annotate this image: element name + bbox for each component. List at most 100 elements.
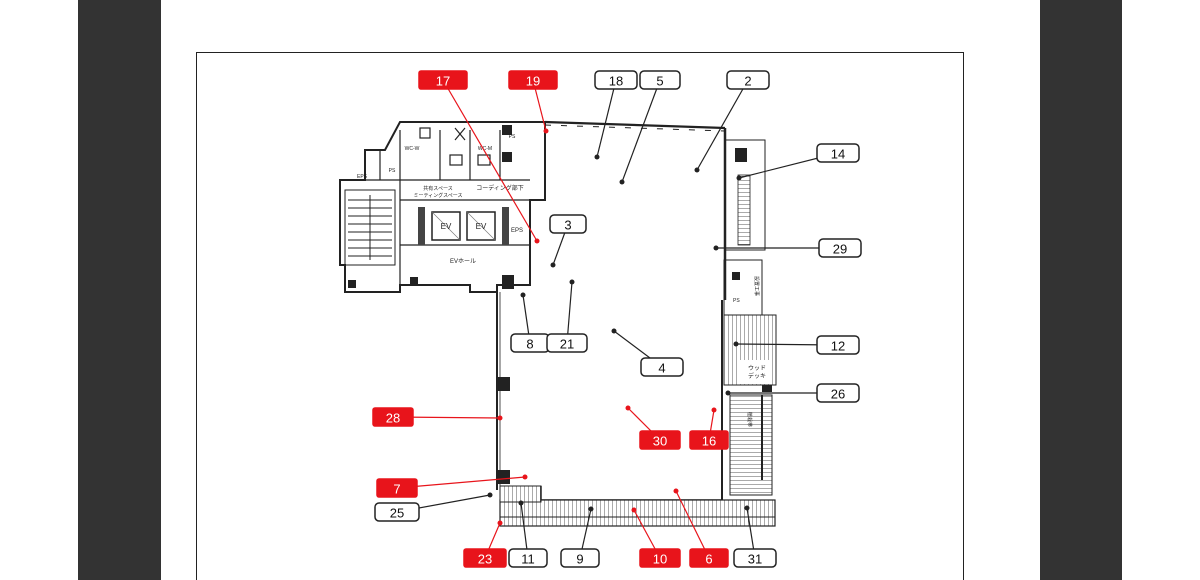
marker-label-30: 30 (653, 434, 667, 449)
marker-point-3 (550, 262, 556, 268)
marker-box-16[interactable] (689, 430, 729, 450)
drawing-sheet (196, 52, 964, 580)
marker-box-14[interactable] (816, 143, 860, 163)
core-room-labels: EVホール EPS PS PS EPS コーディング部下 共有スペース ミーティ… (357, 134, 524, 265)
marker-box-7[interactable] (376, 478, 418, 498)
marker-box-21[interactable] (546, 333, 588, 353)
right-dark-panel (1040, 0, 1122, 580)
marker-label-21: 21 (560, 337, 574, 352)
ev-label-2: EV (476, 222, 487, 231)
marker-point-19 (543, 128, 549, 134)
marker-box-29[interactable] (818, 238, 862, 258)
marker-label-6: 6 (705, 552, 712, 567)
leader-line-2 (696, 79, 749, 171)
marker-box-6[interactable] (689, 548, 729, 568)
core-area (339, 121, 546, 293)
marker-point-12 (733, 341, 739, 347)
marker-point-16 (711, 407, 717, 413)
marker-box-11[interactable] (508, 548, 548, 568)
leader-line-17 (442, 79, 538, 242)
marker-label-7: 7 (393, 482, 400, 497)
marker-label-26: 26 (831, 387, 845, 402)
eps-top-label: EPS (357, 174, 368, 180)
marker-label-9: 9 (576, 552, 583, 567)
meeting-space-label: ミーティングスペース (413, 192, 462, 199)
marker-point-10 (631, 507, 637, 513)
leader-line-6 (675, 490, 710, 559)
marker-label-25: 25 (390, 506, 404, 521)
wood-deck-label-2: デッキ (748, 372, 766, 380)
left-dark-panel (78, 0, 161, 580)
marker-box-31[interactable] (733, 548, 777, 568)
stair (344, 189, 396, 266)
marker-box-19[interactable] (508, 70, 558, 90)
marker-label-5: 5 (656, 74, 663, 89)
marker-box-4[interactable] (640, 357, 684, 377)
marker-point-14 (736, 175, 742, 181)
marker-box-2[interactable] (726, 70, 770, 90)
marker-label-3: 3 (564, 218, 571, 233)
bottom-balcony (499, 485, 776, 527)
leader-line-18 (596, 79, 617, 158)
marker-box-18[interactable] (594, 70, 638, 90)
wood-deck-label-1: ウッド (748, 364, 766, 372)
marker-box-28[interactable] (372, 407, 414, 427)
marker-box-10[interactable] (639, 548, 681, 568)
marker-label-2: 2 (744, 74, 751, 89)
marker-label-14: 14 (831, 147, 845, 162)
wc-m-label: WC-M (478, 146, 492, 152)
marker-label-16: 16 (702, 434, 716, 449)
marker-box-26[interactable] (816, 383, 860, 403)
leader-line-21 (566, 281, 573, 344)
marker-point-23 (497, 520, 503, 526)
marker-label-31: 31 (748, 552, 762, 567)
leader-line-7 (396, 476, 526, 489)
right-vertical-label-2: 植栽帯 (746, 412, 753, 427)
marker-label-11: 11 (521, 552, 535, 567)
marker-box-3[interactable] (549, 214, 587, 234)
marker-point-29 (713, 245, 719, 251)
elevators: EV EV (418, 207, 509, 245)
marker-box-12[interactable] (816, 335, 860, 355)
marker-box-9[interactable] (560, 548, 600, 568)
core-partitions (364, 127, 530, 285)
marker-label-4: 4 (658, 361, 665, 376)
marker-box-23[interactable] (463, 548, 507, 568)
ev-hall-label: EVホール (450, 258, 476, 265)
marker-label-17: 17 (436, 74, 450, 89)
marker-point-17 (534, 238, 540, 244)
marker-point-11 (518, 500, 524, 506)
marker-label-28: 28 (386, 411, 400, 426)
marker-point-6 (673, 488, 679, 494)
marker-point-21 (569, 279, 575, 285)
ps-label: PS (509, 134, 516, 140)
ps-left-label: PS (389, 168, 396, 174)
marker-point-5 (619, 179, 625, 185)
marker-box-25[interactable] (374, 502, 420, 522)
marker-label-12: 12 (831, 339, 845, 354)
wc-w-label: WC-W (405, 146, 420, 152)
right-vertical-label-1: 設置工事 (753, 276, 760, 296)
marker-point-28 (497, 415, 503, 421)
marker-box-5[interactable] (639, 70, 681, 90)
shared-space-label: 共有スペース (423, 185, 452, 192)
main-office-walls (496, 120, 727, 510)
marker-label-19: 19 (526, 74, 540, 89)
marker-point-30 (625, 405, 631, 411)
marker-point-9 (588, 506, 594, 512)
eps-label: EPS (511, 228, 523, 234)
marker-point-25 (487, 492, 493, 498)
marker-box-30[interactable] (639, 430, 681, 450)
marker-box-17[interactable] (418, 70, 468, 90)
marker-point-18 (594, 154, 600, 160)
marker-point-31 (744, 505, 750, 511)
marker-label-23: 23 (478, 552, 492, 567)
marker-label-18: 18 (609, 74, 623, 89)
leader-line-5 (621, 79, 661, 183)
ev-label-1: EV (441, 222, 452, 231)
marker-label-8: 8 (526, 337, 533, 352)
marker-point-8 (520, 292, 526, 298)
